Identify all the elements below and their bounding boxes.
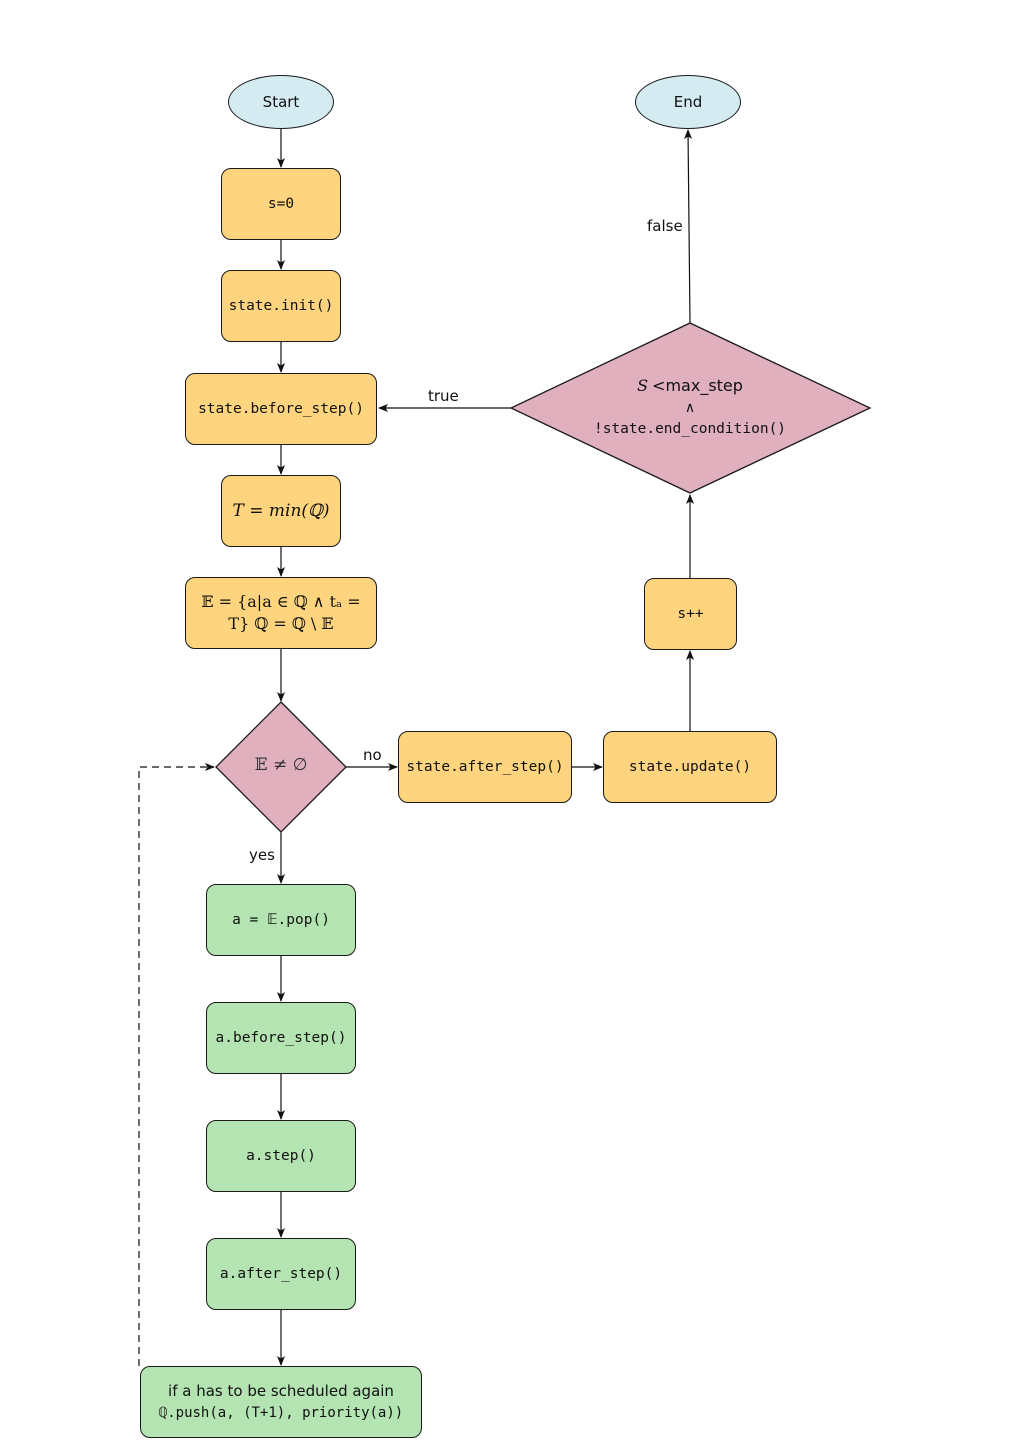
state-before-step-box: state.before_step()	[185, 373, 377, 445]
edge-label-true: true	[428, 387, 459, 405]
condition-var-s: S	[637, 376, 649, 395]
loop-condition-label: S <max_step ∧ !state.end_condition()	[560, 375, 820, 440]
state-init-box: state.init()	[221, 270, 341, 342]
a-before-step-box: a.before_step()	[206, 1002, 356, 1074]
e-set-line1: 𝔼 = {a|a ∈ ℚ ∧ tₐ =	[201, 592, 361, 611]
reschedule-line1: if a has to be scheduled again	[168, 1382, 394, 1400]
condition-line1: S <max_step	[560, 375, 820, 398]
t-min-box: T = min(ℚ)	[221, 475, 341, 547]
reschedule-box: if a has to be scheduled again ℚ.push(a,…	[140, 1366, 422, 1438]
edge-label-false: false	[647, 217, 683, 235]
a-step-box: a.step()	[206, 1120, 356, 1192]
end-node: End	[635, 75, 741, 129]
e-set-line2: T} ℚ = ℚ \ 𝔼	[228, 614, 334, 633]
condition-and: ∧	[684, 400, 696, 416]
a-after-step-box: a.after_step()	[206, 1238, 356, 1310]
edge-label-yes: yes	[249, 846, 275, 864]
loop-condition-diamond	[509, 322, 872, 494]
a-pop-box: a = 𝔼.pop()	[206, 884, 356, 956]
s-zero-box: s=0	[221, 168, 341, 240]
condition-end-check: !state.end_condition()	[593, 421, 787, 437]
start-node: Start	[228, 75, 334, 129]
condition-max-step: <max_step	[652, 376, 743, 395]
arrow-reschedule-loop-back	[138, 763, 215, 1366]
s-increment-box: s++	[644, 578, 737, 650]
e-set-box: 𝔼 = {a|a ∈ ℚ ∧ tₐ = T} ℚ = ℚ \ 𝔼	[185, 577, 377, 649]
arrow-condition-false-to-end	[684, 129, 693, 324]
e-nonempty-label: 𝔼 ≠ ∅	[254, 755, 308, 775]
state-update-box: state.update()	[603, 731, 777, 803]
reschedule-line2: ℚ.push(a, (T+1), priority(a))	[158, 1405, 404, 1421]
edge-label-no: no	[363, 746, 382, 764]
state-after-step-box: state.after_step()	[398, 731, 572, 803]
